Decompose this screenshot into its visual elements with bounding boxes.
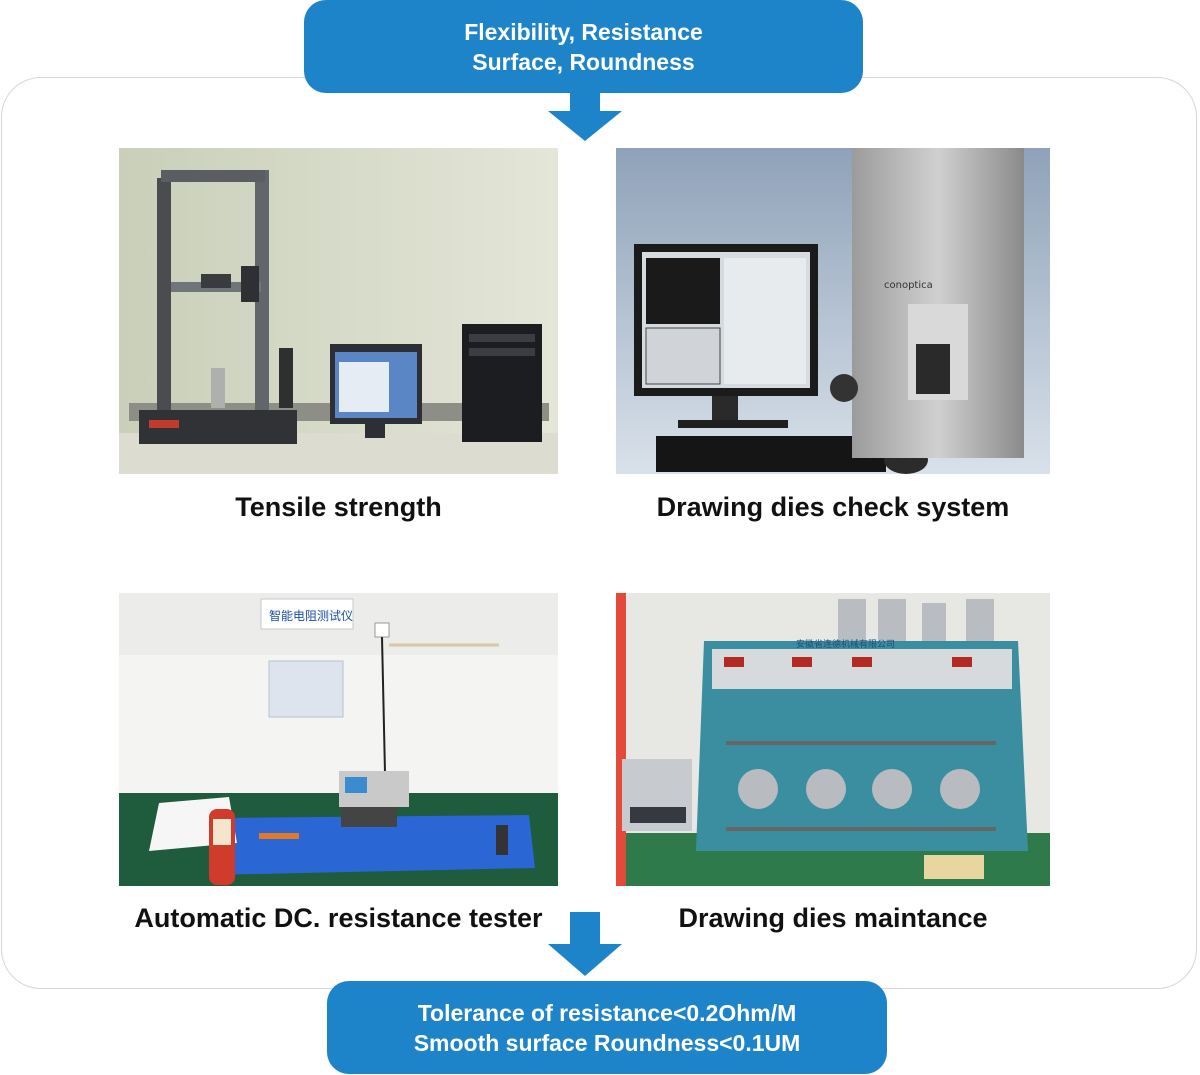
header-line-1: Flexibility, Resistance (464, 18, 703, 45)
footer-line-2: Smooth surface Roundness<0.1UM (413, 1029, 801, 1056)
caption-resistance-tester: Automatic DC. resistance tester (134, 903, 543, 933)
footer-line-1: Tolerance of resistance<0.2Ohm/M (417, 999, 797, 1026)
resistance-tester-photo: 智能电阻测试仪 (119, 593, 558, 886)
caption-dies-maintenance: Drawing dies maintance (678, 903, 988, 933)
dies-maintenance-photo: 安徽省连德机械有限公司 (616, 593, 1050, 886)
caption-dies-check-system: Drawing dies check system (656, 492, 1010, 522)
tensile-tester-photo (119, 148, 558, 474)
caption-tensile-strength: Tensile strength (235, 492, 442, 522)
footer-box: Tolerance of resistance<0.2Ohm/M Smooth … (327, 981, 887, 1074)
dies-check-system-photo: conoptica (616, 148, 1050, 474)
header-line-2: Surface, Roundness (472, 48, 695, 75)
wall-sign-label: 智能电阻测试仪 (269, 608, 353, 623)
header-box: Flexibility, Resistance Surface, Roundne… (304, 0, 863, 93)
machine-plate-label: 安徽省连德机械有限公司 (796, 638, 895, 650)
down-arrow-icon (548, 912, 622, 976)
brand-label: conoptica (884, 280, 933, 291)
down-arrow-icon (548, 93, 622, 141)
